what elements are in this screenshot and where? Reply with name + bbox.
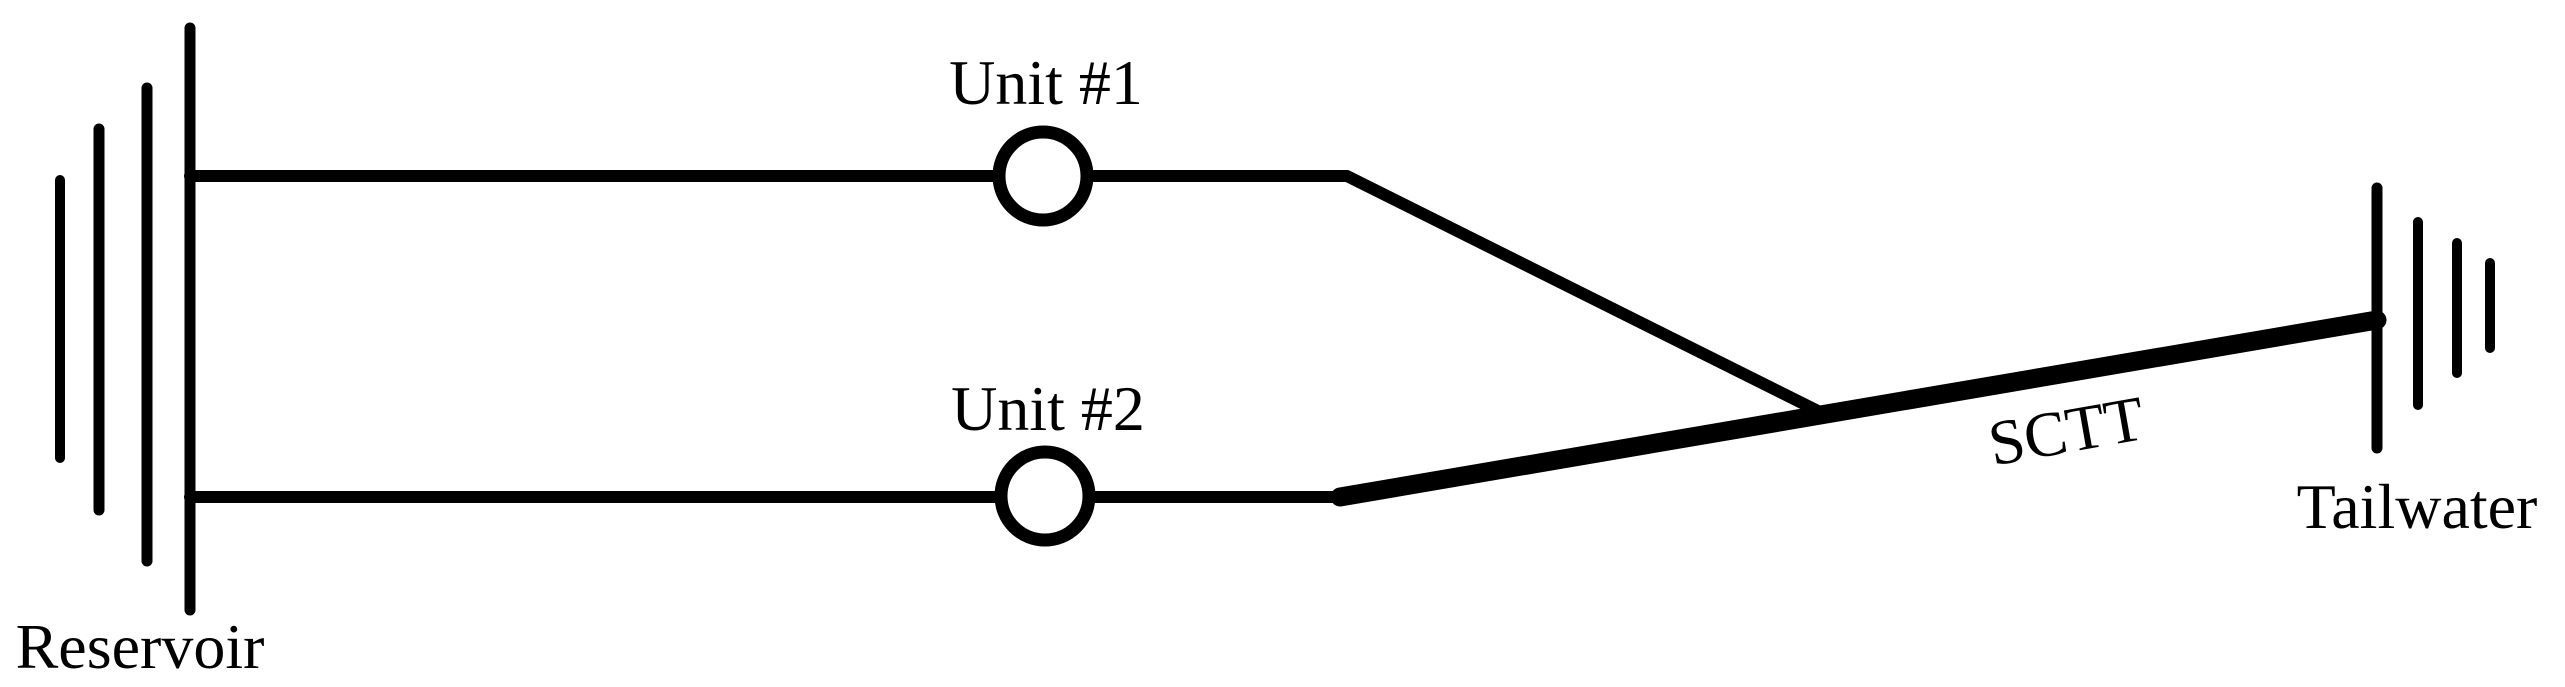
units-group (992, 125, 1096, 547)
sctt-tunnel-pipe (1330, 310, 2387, 507)
tailwater-label: Tailwater (2297, 471, 2538, 542)
unit2-label: Unit #2 (951, 373, 1145, 444)
unit-1-circle (992, 125, 1094, 227)
reservoir-label: Reservoir (16, 611, 265, 682)
pipes-group (184, 170, 2387, 507)
tailwater-wall-group (2371, 182, 2495, 454)
unit-2-circle (994, 445, 1096, 547)
penstock-1-pipe (184, 170, 1830, 420)
sctt-label: SCTT (1983, 382, 2149, 479)
unit1-label: Unit #1 (949, 47, 1143, 118)
reservoir-wall-group (55, 22, 196, 616)
